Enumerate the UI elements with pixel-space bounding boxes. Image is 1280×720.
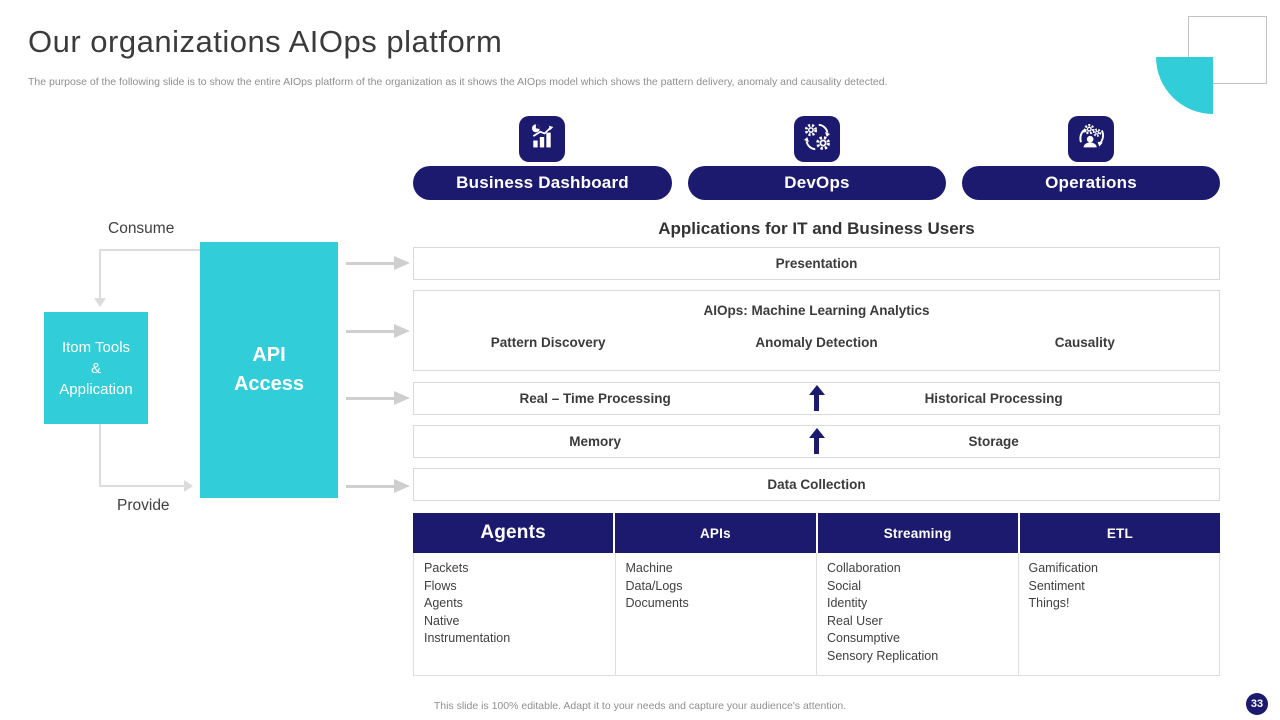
api-box-line: Access (233, 373, 305, 395)
presentation-label: Presentation (775, 256, 858, 271)
connector-arrowhead-down (94, 298, 106, 307)
operations-button[interactable]: Operations (962, 166, 1220, 200)
aiops-item: Anomaly Detection (755, 335, 878, 350)
table-cell-item: Documents (625, 596, 689, 610)
flow-arrow-to-data-collection (346, 479, 410, 493)
page-number: 33 (1250, 698, 1264, 710)
flow-arrow-to-aiops (346, 324, 410, 338)
consume-label: Consume (108, 220, 175, 237)
aiops-item: Causality (1054, 335, 1115, 350)
aiops-item: Pattern Discovery (490, 335, 606, 350)
table-cell-item: Data/Logs (625, 578, 683, 593)
itom-tools-application-box: Itom Tools & Application (44, 312, 148, 424)
up-arrow-icon (808, 385, 825, 413)
flow-arrow-to-processing (346, 391, 410, 405)
up-arrow-icon (808, 428, 825, 456)
table-cell-item: Machine (625, 561, 673, 575)
table-cell-item: Flows (424, 578, 457, 593)
page-title: Our organizations AIOps platform (28, 24, 503, 59)
table-header-streaming: Streaming (817, 513, 1018, 553)
table-cell-item: Social (827, 578, 862, 593)
processing-row: Real – Time Processing Historical Proces… (413, 382, 1220, 415)
table-cell-item: Sentiment (1028, 578, 1085, 593)
operations-icon-tile[interactable] (1068, 116, 1114, 162)
devops-label: DevOps (784, 173, 850, 192)
table-cell-item: Collaboration (827, 561, 901, 575)
table-header-apis: APIs (615, 513, 816, 553)
stack-heading: Applications for IT and Business Users (658, 219, 975, 238)
data-collection-row: Data Collection (413, 468, 1220, 501)
itom-box-line: & (90, 359, 101, 377)
api-box-line: API (252, 344, 286, 366)
realtime-processing-label: Real – Time Processing (519, 391, 671, 406)
table-header-etl: ETL (1019, 513, 1220, 553)
devops-icon-tile[interactable] (794, 116, 840, 162)
storage-label: Storage (968, 434, 1019, 449)
page-subtitle: The purpose of the following slide is to… (28, 76, 888, 88)
table-cell-item: Instrumentation (424, 631, 511, 645)
table-cell-item: Native (424, 613, 460, 628)
memory-storage-row: Memory Storage (413, 425, 1220, 458)
memory-label: Memory (569, 434, 621, 449)
business-dashboard-label: Business Dashboard (456, 173, 629, 192)
connector-line (99, 249, 200, 251)
table-header-agents: Agents (413, 513, 614, 553)
connector-arrowhead-right (184, 480, 193, 492)
business-dashboard-button[interactable]: Business Dashboard (413, 166, 672, 200)
historical-processing-label: Historical Processing (924, 391, 1063, 406)
flow-arrow-to-presentation (346, 256, 410, 270)
table-cell-item: Real User (827, 613, 883, 628)
person-gears-icon (1071, 117, 1111, 162)
table-cell-item: Sensory Replication (827, 648, 939, 663)
presentation-row: Presentation (413, 247, 1220, 280)
gears-sync-icon (797, 117, 837, 162)
connector-line (99, 424, 101, 487)
connector-line (99, 485, 184, 487)
operations-label: Operations (1045, 173, 1137, 192)
aiops-items: Pattern Discovery Anomaly Detection Causal… (414, 335, 1219, 350)
table-cell-item: Consumptive (827, 631, 900, 645)
footer-note: This slide is 100% editable. Adapt it to… (433, 700, 847, 712)
aiops-title: AIOps: Machine Learning Analytics (703, 303, 930, 318)
itom-box-line: Application (59, 380, 133, 398)
table-cell-item: Packets (424, 561, 469, 575)
business-dashboard-icon-tile[interactable] (519, 116, 565, 162)
data-collection-label: Data Collection (767, 477, 866, 492)
table-cell-item: Agents (424, 596, 463, 610)
decoration-quarter-circle (1156, 57, 1213, 114)
devops-button[interactable]: DevOps (688, 166, 946, 200)
table-cell-item: Identity (827, 596, 868, 610)
api-access-box: API Access (200, 242, 338, 498)
bar-chart-icon (522, 117, 562, 162)
table-cell-item: Gamification (1028, 561, 1098, 575)
connector-line (99, 249, 101, 298)
page-number-badge: 33 (1246, 693, 1268, 715)
table-cell-item: Things! (1028, 596, 1070, 610)
aiops-row: AIOps: Machine Learning Analytics Patter… (413, 290, 1220, 371)
table-header-row: Agents APIs Streaming ETL (413, 513, 1220, 553)
itom-box-line: Itom Tools (61, 338, 131, 356)
provide-label: Provide (117, 497, 170, 514)
